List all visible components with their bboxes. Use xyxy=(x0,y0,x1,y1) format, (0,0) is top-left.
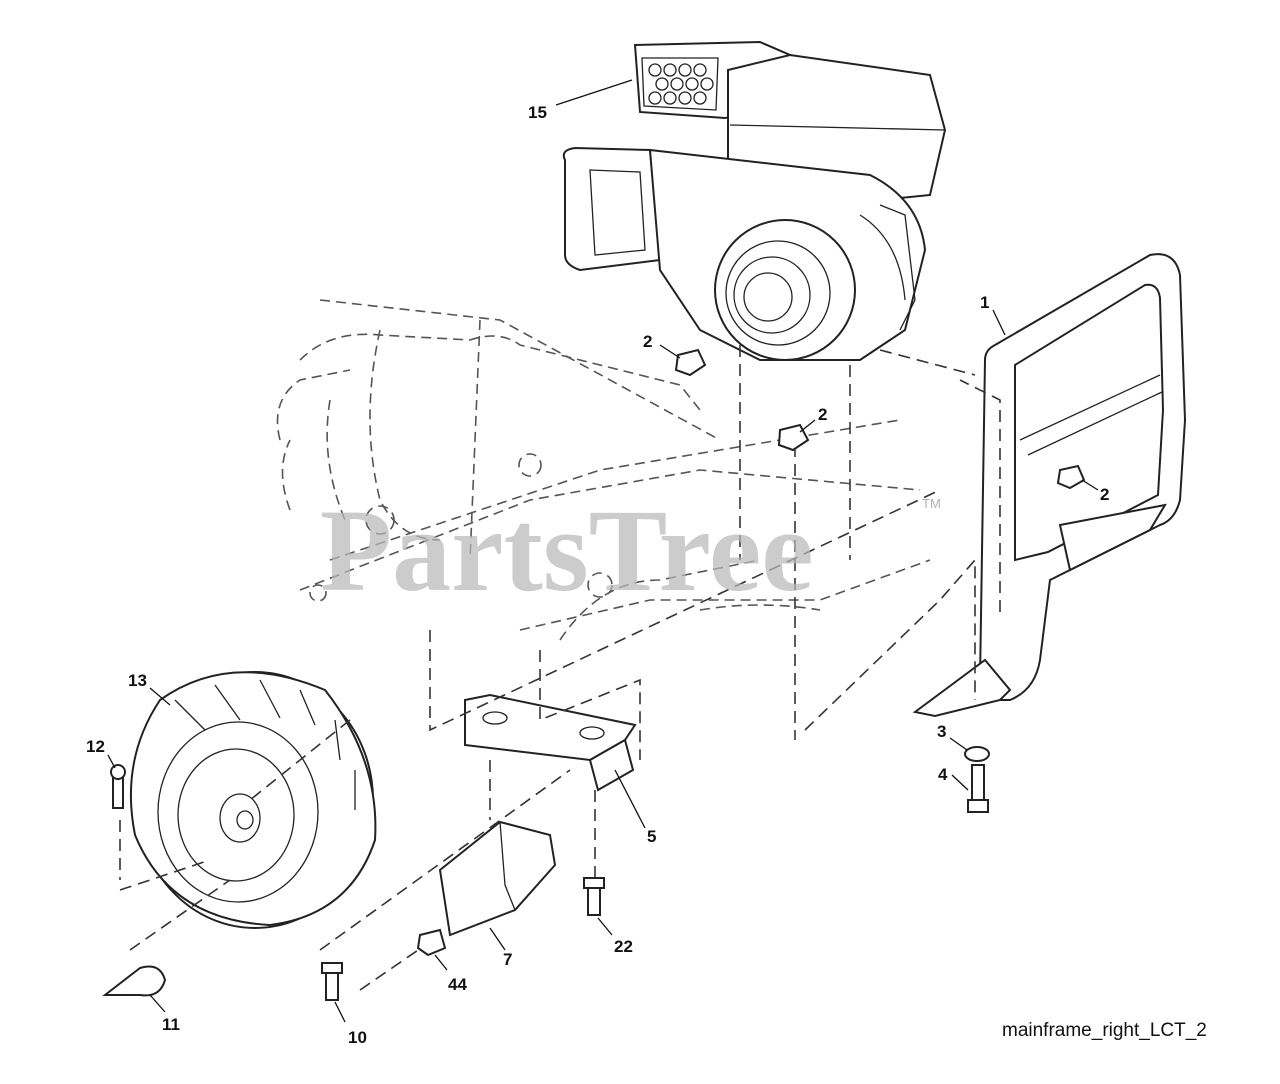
engine-assembly xyxy=(562,40,947,361)
callout-13: 13 xyxy=(128,671,147,690)
callout-2b: 2 xyxy=(818,405,827,424)
callout-22: 22 xyxy=(614,937,633,956)
callout-5: 5 xyxy=(647,827,656,846)
callout-10: 10 xyxy=(348,1028,367,1047)
alignment-lines xyxy=(119,345,976,991)
mounting-plate xyxy=(464,693,637,792)
front-bumper-frame xyxy=(879,253,1187,718)
hardware xyxy=(102,348,1086,1001)
callout-12: 12 xyxy=(86,737,105,756)
callout-4: 4 xyxy=(938,765,948,784)
watermark-text: PartsTree xyxy=(320,485,814,616)
callout-3: 3 xyxy=(937,722,946,741)
watermark-trademark: TM xyxy=(922,496,941,511)
callout-7: 7 xyxy=(503,950,512,969)
callout-2c: 2 xyxy=(1100,485,1109,504)
callout-44: 44 xyxy=(448,975,467,994)
callouts: 15 2 2 2 1 13 12 3 4 5 22 7 44 11 10 xyxy=(86,79,1109,1047)
skid-shoe xyxy=(438,820,557,937)
diagram-caption: mainframe_right_LCT_2 xyxy=(1002,1020,1207,1041)
callout-1: 1 xyxy=(980,293,989,312)
callout-11: 11 xyxy=(162,1015,180,1034)
callout-2a: 2 xyxy=(643,332,652,351)
callout-15: 15 xyxy=(528,103,547,122)
wheel-tire xyxy=(129,671,377,929)
